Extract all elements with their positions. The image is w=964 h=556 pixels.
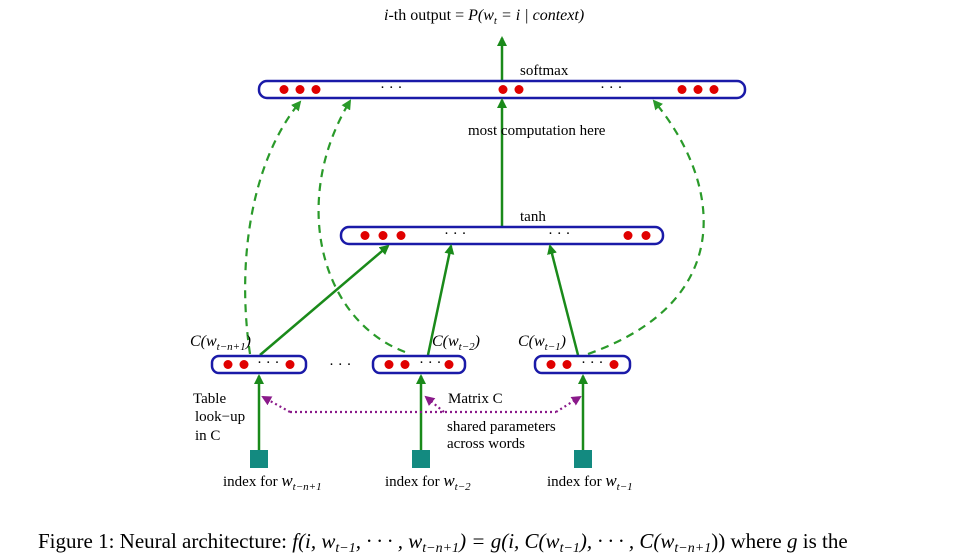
tanh-units — [360, 231, 651, 240]
emb1-to-tanh-arrow — [259, 244, 390, 356]
tanh-label: tanh — [520, 209, 546, 225]
shared-arrow-mid — [424, 395, 445, 413]
emb2-to-tanh-arrow — [426, 244, 455, 356]
table-lookup-label: Table look−up in C — [193, 391, 249, 444]
unit-dot — [396, 231, 406, 240]
skip-connection-1 — [244, 100, 302, 355]
index-label-1: index for wt−n+1 — [223, 471, 322, 493]
embedding-units — [223, 360, 619, 369]
unit-dot — [562, 360, 572, 369]
index-label-3: index for wt−1 — [547, 471, 633, 493]
unit-dot — [239, 360, 249, 369]
matrix-c-label: Matrix C — [448, 391, 503, 407]
unit-dot — [378, 231, 388, 240]
unit-dot — [295, 85, 305, 94]
tanh-layer — [339, 225, 665, 246]
context-label-3: C(wt−1) — [518, 333, 566, 353]
softmax-ellipsis-2: · · · — [600, 80, 623, 96]
embedding-box-1 — [210, 354, 308, 375]
skip-connection-3 — [587, 99, 705, 356]
unit-dot — [223, 360, 233, 369]
emb1-ellipsis: · · · — [257, 355, 280, 371]
unit-dot — [400, 360, 410, 369]
unit-dot — [384, 360, 394, 369]
index-square-2 — [412, 450, 430, 468]
emb3-to-tanh-arrow — [547, 244, 580, 356]
emb2-ellipsis: · · · — [419, 355, 442, 371]
index-square-3 — [574, 450, 592, 468]
index-label-2: index for wt−2 — [385, 471, 471, 493]
figure-caption: Figure 1: Neural architecture: f(i, wt−1… — [38, 529, 848, 556]
embedding-box-2 — [371, 354, 467, 375]
unit-dot — [279, 85, 289, 94]
softmax-label: softmax — [520, 63, 569, 79]
unit-dot — [709, 85, 719, 94]
most-computation-label: most computation here — [468, 123, 606, 139]
unit-dot — [311, 85, 321, 94]
softmax-ellipsis-1: · · · — [380, 80, 403, 96]
shared-parameters-label: shared parameters across words — [447, 419, 559, 452]
between-embeddings-ellipsis: · · · — [329, 357, 352, 373]
shared-arrow-right — [555, 395, 582, 413]
unit-dot — [498, 85, 508, 94]
unit-dot — [609, 360, 619, 369]
unit-dot — [546, 360, 556, 369]
unit-dot — [285, 360, 295, 369]
unit-dot — [360, 231, 370, 240]
unit-dot — [693, 85, 703, 94]
embedding-box-3 — [533, 354, 632, 375]
skip-connection-2 — [317, 99, 406, 354]
unit-dot — [444, 360, 454, 369]
emb3-ellipsis: · · · — [581, 355, 604, 371]
softmax-units — [279, 85, 719, 94]
tanh-ellipsis-1: · · · — [444, 226, 467, 242]
unit-dot — [623, 231, 633, 240]
tanh-ellipsis-2: · · · — [548, 226, 571, 242]
unit-dot — [641, 231, 651, 240]
output-label: i-th output = P(wt = i | context) — [384, 7, 584, 27]
context-label-1: C(wt−n+1) — [190, 333, 251, 353]
shared-arrow-left — [261, 396, 291, 413]
context-label-2: C(wt−2) — [432, 333, 480, 353]
unit-dot — [677, 85, 687, 94]
unit-dot — [514, 85, 524, 94]
index-square-1 — [250, 450, 268, 468]
